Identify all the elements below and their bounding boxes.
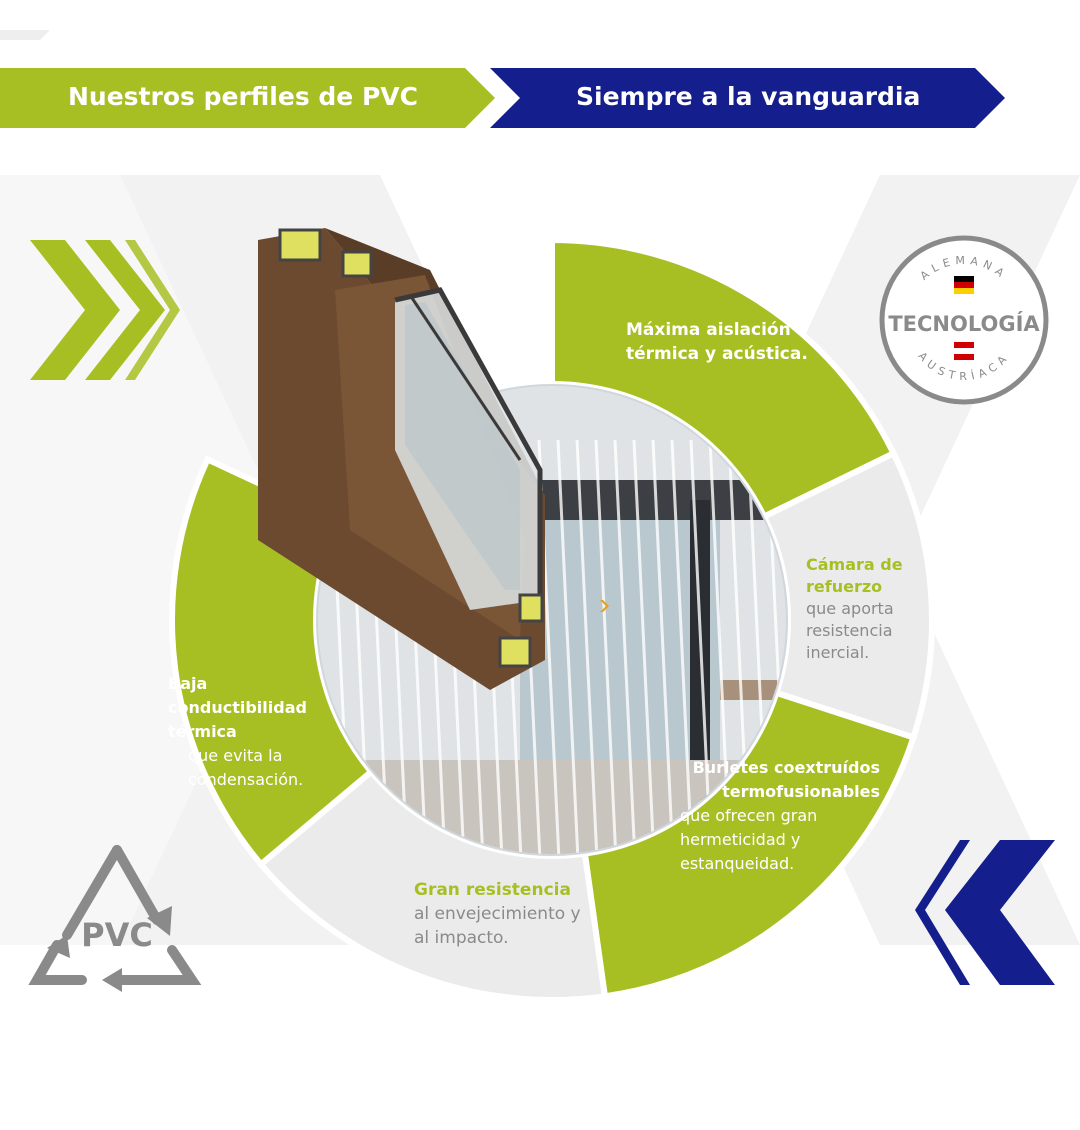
header-banner-left xyxy=(0,68,495,128)
segment-top-right-title: Máxima aislación térmica y acústica. xyxy=(626,320,808,364)
segment-left-body: que evita la condensación. xyxy=(188,746,304,789)
segment-bottom-title: Gran resistencia xyxy=(414,880,571,900)
header-left-label: Nuestros perfiles de PVC xyxy=(68,82,418,111)
segment-right-title: Cámara de refuerzo xyxy=(806,555,903,596)
segment-right-text: Cámara de refuerzo que aporta resistenci… xyxy=(806,554,936,664)
badge-main-label: TECNOLOGÍA xyxy=(888,311,1040,336)
segment-bottom-right-body: que ofrecen gran hermeticidad y estanque… xyxy=(680,806,818,873)
technology-badge: ALEMANA AUSTRÍACA TECNOLOGÍA xyxy=(879,235,1049,405)
recycle-icon: PVC xyxy=(28,845,202,992)
segment-bottom-right-text: Burletes coextruídos termofusionables qu… xyxy=(680,756,880,876)
germany-flag-icon xyxy=(954,276,974,294)
segment-bottom-text: Gran resistencia al envejecimiento y al … xyxy=(414,878,594,950)
segment-right-body: que aporta resistencia inercial. xyxy=(806,599,894,662)
austria-flag-icon xyxy=(954,342,974,360)
chevron-right-icon xyxy=(30,240,180,380)
segment-bottom-body: al envejecimiento y al impacto. xyxy=(414,904,581,948)
segment-left-title: Baja conductibilidad térmica xyxy=(168,674,307,741)
chevron-left-icon xyxy=(915,840,1055,985)
segment-top-right-text: Máxima aislación térmica y acústica. xyxy=(626,318,826,366)
header-right-label: Siempre a la vanguardia xyxy=(576,82,921,111)
pvc-profile-illustration xyxy=(258,228,609,690)
recycle-label: PVC xyxy=(81,916,153,954)
header-banner-right xyxy=(490,68,1005,128)
segment-left-text: Baja conductibilidad térmica que evita l… xyxy=(168,672,338,792)
segment-bottom-right-title: Burletes coextruídos termofusionables xyxy=(692,758,880,801)
